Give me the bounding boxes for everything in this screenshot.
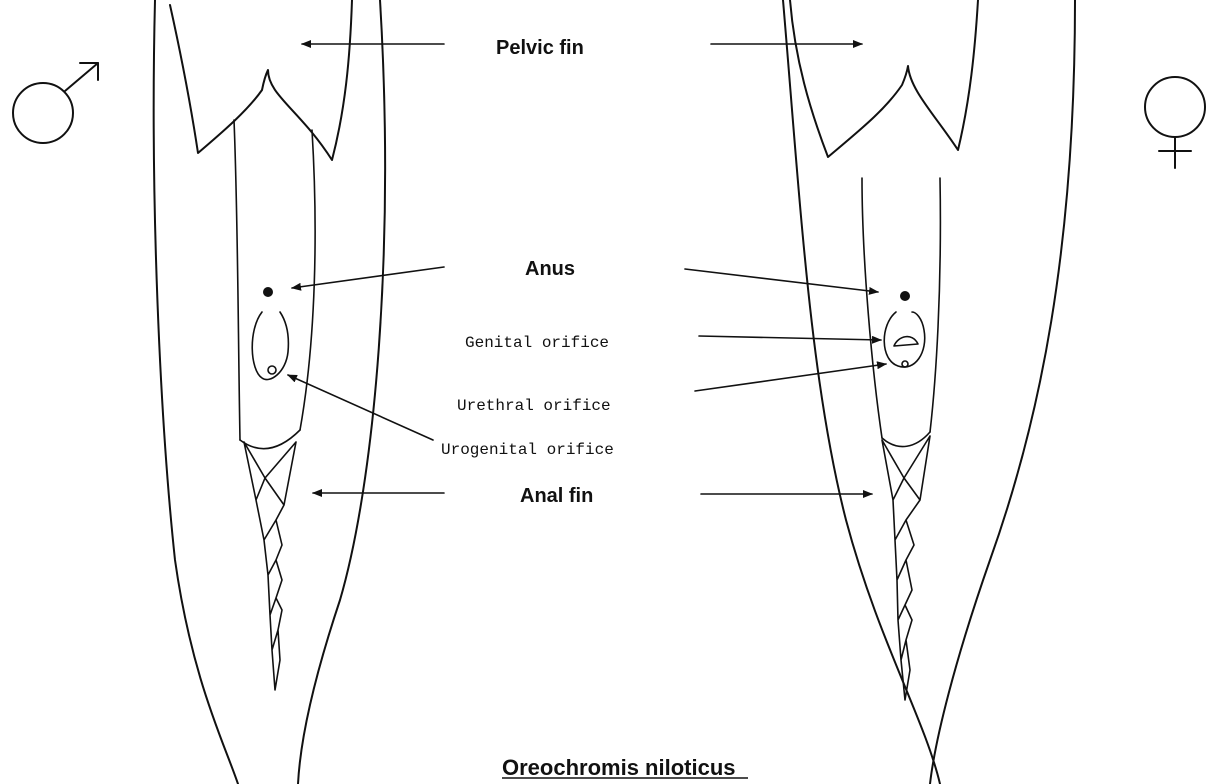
female-body-outline-right [930,0,1075,784]
male-pelvic-fin [170,0,352,160]
arrow-urogenital-orifice-male [288,375,433,440]
female-symbol-icon [1145,77,1205,168]
female-genital-papilla [884,312,924,367]
urethral-orifice-label: Urethral orifice [457,397,611,415]
female-body-outline-left [783,0,940,784]
male-urogenital-papilla [252,312,288,380]
female-abdomen-bottom [882,432,930,447]
species-title: Oreochromis niloticus [502,755,736,780]
female-pelvic-fin [790,0,978,157]
male-abdomen-left [234,120,240,440]
arrow-urethral-orifice-female [695,364,886,391]
arrow-anus-female [685,269,878,292]
urogenital-orifice-label: Urogenital orifice [441,441,614,459]
male-anus-dot [263,287,273,297]
male-abdomen-bottom [240,430,300,449]
genital-orifice-label: Genital orifice [465,334,609,352]
female-fish-ventral-view [783,0,1075,784]
anus-label: Anus [525,258,575,280]
anal-fin-label: Anal fin [520,485,593,507]
female-genital-opening [894,337,918,346]
female-anal-fin [882,436,930,700]
female-urethral-opening [902,361,908,367]
female-abdomen-right [930,178,940,432]
male-anal-fin [244,442,296,690]
female-anus-dot [900,291,910,301]
male-abdomen-right [300,130,315,430]
male-symbol-icon [13,63,98,143]
arrow-genital-orifice-female [699,336,881,340]
female-abdomen-left [862,178,882,438]
male-body-outline-left [154,0,238,784]
pelvic-fin-label: Pelvic fin [496,37,584,59]
male-fish-ventral-view [154,0,385,784]
male-urogenital-opening [268,366,276,374]
